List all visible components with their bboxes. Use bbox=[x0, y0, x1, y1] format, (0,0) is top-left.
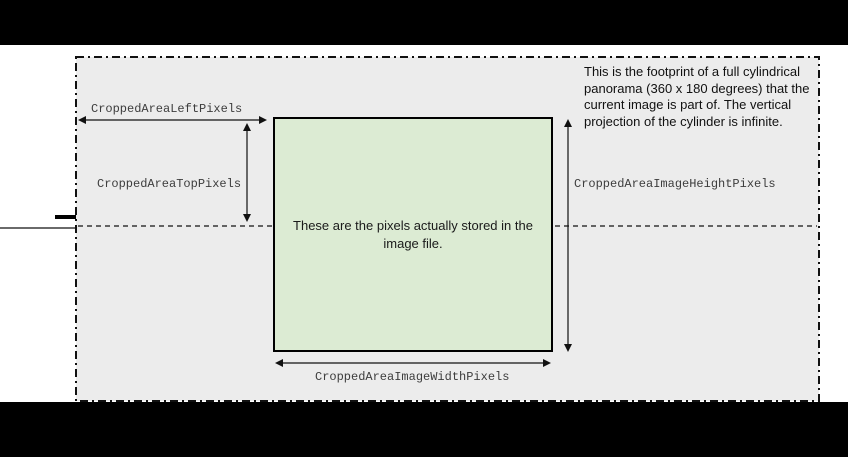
label-cropped-area-image-width-pixels: CroppedAreaImageWidthPixels bbox=[315, 370, 510, 384]
top-pixels-arrow bbox=[243, 123, 251, 222]
label-cropped-area-left-pixels: CroppedAreaLeftPixels bbox=[91, 102, 243, 116]
image-height-arrow bbox=[564, 119, 572, 352]
label-cropped-area-top-pixels: CroppedAreaTopPixels bbox=[97, 177, 242, 191]
horizon-left-tick bbox=[55, 215, 76, 219]
footprint-description: This is the footprint of a full cylindri… bbox=[584, 64, 810, 129]
label-cropped-area-image-height-pixels: CroppedAreaImageHeightPixels bbox=[574, 177, 776, 191]
image-width-arrow bbox=[275, 359, 551, 367]
stored-image-rect: These are the pixels actually stored in … bbox=[273, 117, 553, 352]
stored-image-note: These are the pixels actually stored in … bbox=[293, 217, 533, 251]
left-pixels-arrow bbox=[78, 116, 267, 124]
